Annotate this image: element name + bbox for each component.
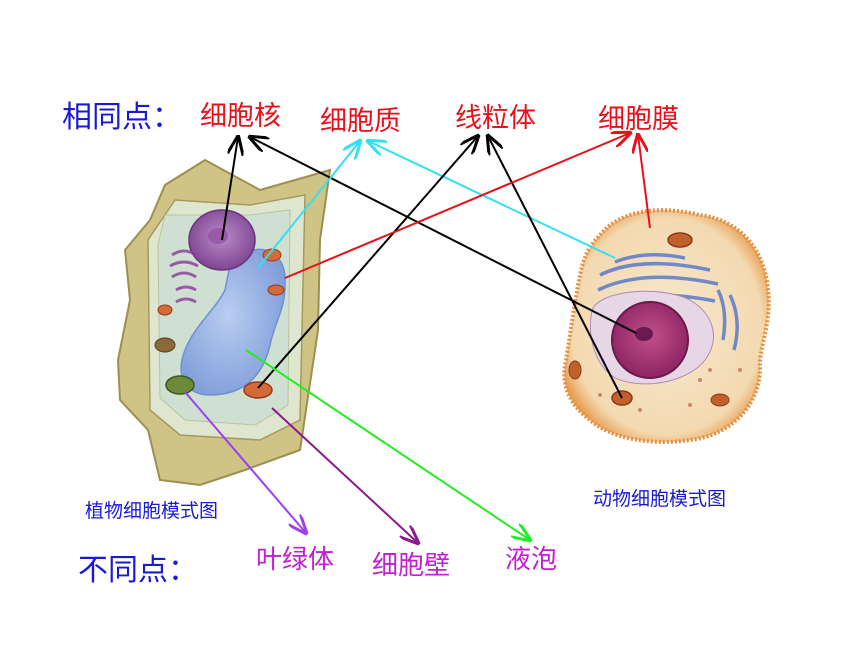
arrow-cytoplasm-plant [257, 141, 360, 269]
caption-animal-cell: 动物细胞模式图 [593, 488, 727, 510]
arrow-cytoplasm-animal [368, 141, 616, 259]
plant-mitochondrion-shape [243, 381, 273, 399]
arrows-different [184, 349, 530, 543]
caption-plant-cell: 植物细胞模式图 [85, 500, 219, 522]
label-cell-membrane: 细胞膜 [598, 104, 679, 135]
animal-cell-illustration [562, 208, 771, 444]
animal-nucleus-shape [611, 301, 689, 379]
label-chloroplast: 叶绿体 [256, 545, 335, 575]
arrow-mitochondria-animal [488, 136, 623, 399]
arrow-vacuole [245, 349, 530, 540]
diff-heading: 不同点： [78, 553, 198, 588]
label-mitochondria: 线粒体 [455, 103, 536, 134]
arrows-common [221, 133, 651, 399]
arrow-mitochondria-plant [257, 136, 478, 389]
arrow-membrane-plant [284, 133, 630, 279]
arrow-cell-wall [271, 407, 418, 543]
label-cytoplasm: 细胞质 [320, 106, 401, 137]
label-nucleus: 细胞核 [200, 101, 281, 132]
label-cell-wall: 细胞壁 [372, 551, 451, 581]
arrow-chloroplast [184, 391, 306, 533]
arrow-nucleus-plant [221, 137, 238, 241]
chloroplast-shape [165, 375, 195, 395]
arrow-membrane-animal [638, 135, 651, 229]
label-vacuole: 液泡 [505, 545, 558, 575]
same-heading: 相同点： [62, 100, 182, 135]
